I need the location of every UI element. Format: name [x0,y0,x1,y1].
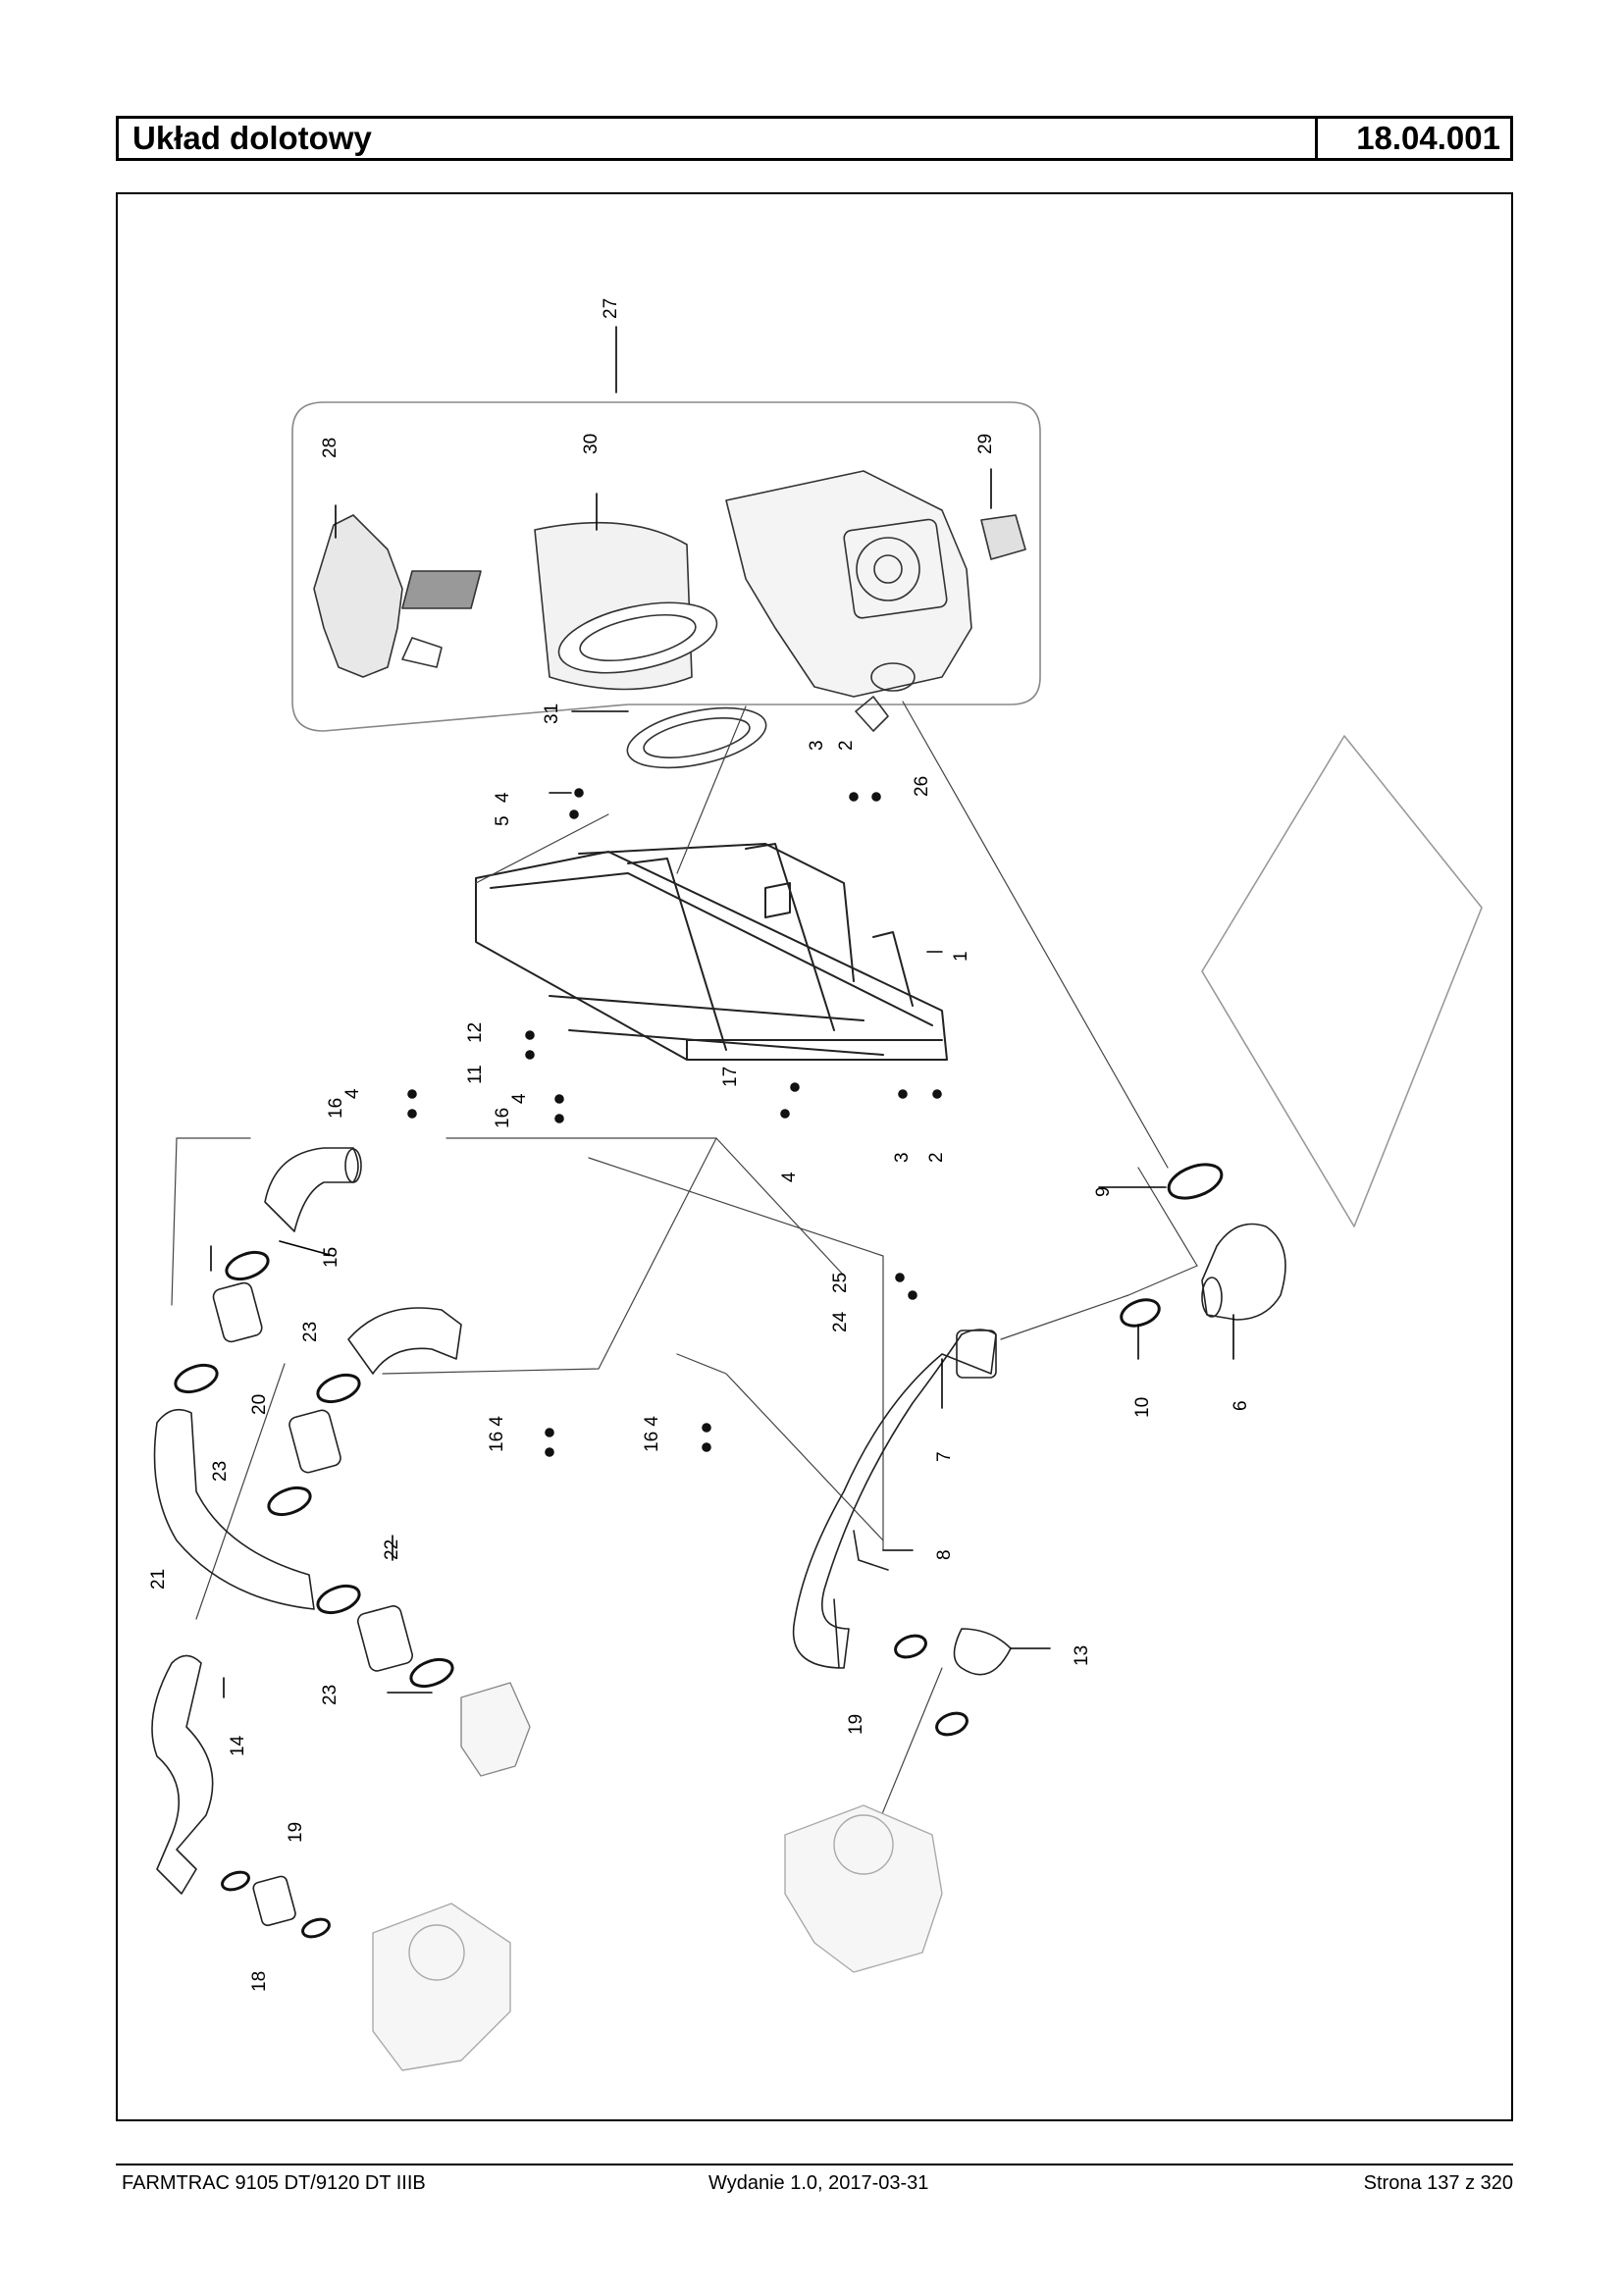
callout-4a: 4 [493,792,513,803]
doc-number-box: 18.04.001 [1315,119,1510,158]
turbo-hose-part [151,1654,214,1895]
callout-4c: 4 [509,1093,530,1104]
footer-model: FARMTRAC 9105 DT/9120 DT IIIB [122,2172,426,2194]
callout-8: 8 [934,1549,955,1560]
page-title: Układ dolotowy [132,120,372,156]
callout-4b: 4 [342,1088,363,1099]
callout-15: 15 [321,1247,341,1268]
callout-23a: 23 [300,1322,321,1342]
callout-5: 5 [493,815,513,826]
pipe-8-part [853,1530,889,1571]
diagram-frame [116,192,1513,2121]
callout-9: 9 [1093,1186,1114,1197]
callout-30: 30 [581,434,602,454]
callout-2b: 2 [926,1152,947,1163]
callout-14: 14 [228,1735,248,1756]
cone-part [953,1628,1012,1676]
callout-4d: 4 [779,1172,800,1182]
callout-28: 28 [320,438,341,458]
evacuator-valve-part [855,696,889,732]
doc-number: 18.04.001 [1356,120,1500,156]
mounting-plate-part [1201,735,1483,1227]
intake-pipe-part [792,1329,997,1669]
hose-clamps [174,1163,1224,1939]
callout-13: 13 [1072,1645,1092,1666]
filter-group-outline [291,401,1041,732]
callout-1: 1 [951,951,971,962]
callout-17: 17 [720,1067,741,1087]
callout-20: 20 [249,1394,270,1415]
callout-23b: 23 [210,1461,231,1482]
turbocharger-part [372,1804,943,2071]
title-bar: Układ dolotowy 18.04.001 [116,116,1513,161]
callout-10: 10 [1132,1397,1153,1418]
actuator-part [460,1682,531,1777]
filter-cover-part [313,514,482,678]
callout-23c: 23 [320,1685,341,1705]
footer-edition: Wydanie 1.0, 2017-03-31 [708,2172,929,2194]
callout-labels: 27 28 30 29 31 3 2 26 4 5 1 12 11 4 16 4… [148,298,1251,1992]
callout-16-4b: 16 4 [642,1416,662,1452]
callout-16-4a: 16 4 [487,1416,507,1452]
callout-2a: 2 [836,740,857,751]
callout-26: 26 [912,776,932,797]
callout-3a: 3 [807,740,827,751]
callout-11: 11 [465,1065,486,1084]
callout-7: 7 [934,1451,955,1462]
bolts [407,788,942,1457]
safety-element-part [626,706,767,769]
callout-24: 24 [830,1311,851,1332]
callout-25: 25 [830,1273,851,1293]
long-hose-part [153,1408,315,1610]
filter-housing-part [725,470,1026,698]
callout-21: 21 [148,1569,169,1590]
intake-hose-part [264,1147,462,1375]
coupler-parts [212,1281,413,1927]
callout-6: 6 [1231,1400,1251,1411]
callout-22: 22 [382,1539,402,1560]
footer-divider [116,2164,1513,2165]
filter-element-part [534,521,718,691]
callout-16a: 16 [326,1098,346,1119]
callout-18: 18 [249,1971,270,1992]
callout-19a: 19 [846,1714,866,1735]
leader-lines [210,326,1234,1698]
callout-29: 29 [975,434,996,454]
callout-16b: 16 [493,1108,513,1128]
callout-3b: 3 [892,1152,913,1163]
footer-page: Strona 137 z 320 [1363,2172,1513,2194]
callout-19b: 19 [286,1822,306,1843]
frame-bracket-part [475,843,948,1061]
callout-12: 12 [465,1022,486,1043]
callout-31: 31 [542,704,562,724]
callout-27: 27 [601,298,621,319]
elbow-part [1201,1223,1286,1321]
